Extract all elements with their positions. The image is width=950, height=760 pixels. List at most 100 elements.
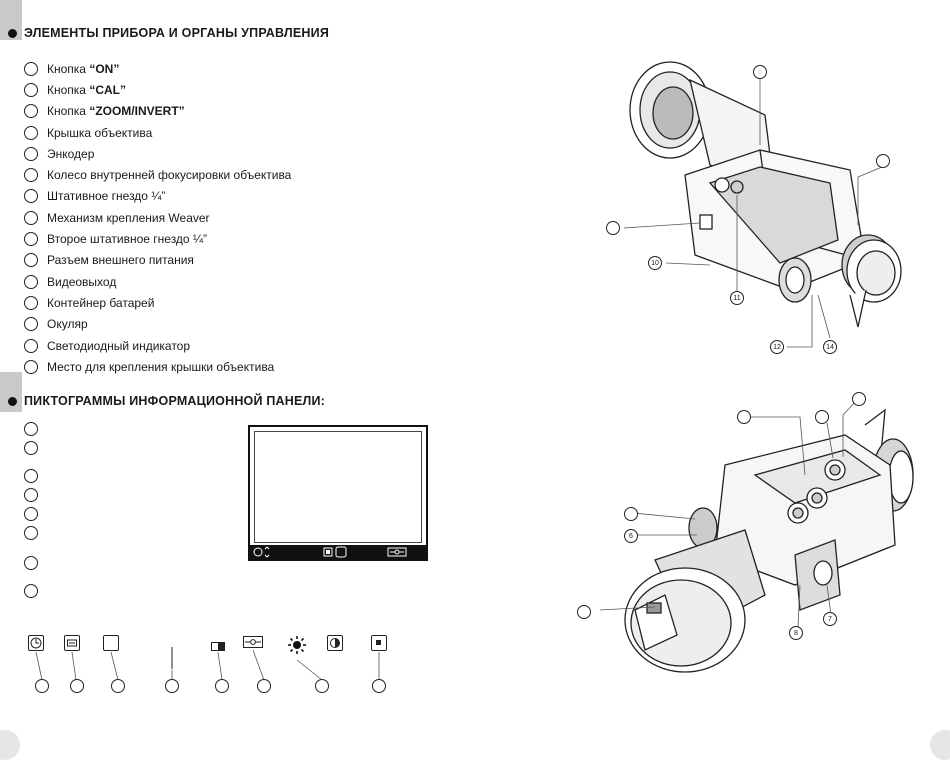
device-illustration-top xyxy=(623,61,902,348)
item-label-bold: “CAL” xyxy=(89,82,126,97)
status-bar xyxy=(250,545,426,559)
number-circle xyxy=(24,488,38,502)
item-label: Место для крепления крышки объектива xyxy=(47,359,275,374)
stop-icon xyxy=(371,635,387,651)
item-label: Штативное гнездо ¼” xyxy=(47,189,166,204)
pictogram-leaders xyxy=(35,649,380,681)
number-circle xyxy=(24,338,38,353)
list-item: Второе штативное гнездо ¼” xyxy=(24,228,291,249)
list-item: Разъем внешнего питания xyxy=(24,250,291,271)
item-label: Кнопка xyxy=(47,61,90,76)
pictogram-callout xyxy=(35,679,49,693)
bullet-icon xyxy=(8,396,17,406)
callout-6: 6 xyxy=(624,529,638,543)
list-item: Колесо внутренней фокусировки объектива xyxy=(24,164,291,185)
item-label: Механизм крепления Weaver xyxy=(47,210,210,225)
number-circle xyxy=(24,210,38,225)
list-item: Энкодер xyxy=(24,143,291,164)
list-item: Кнопка “CAL” xyxy=(24,79,291,100)
number-circle xyxy=(24,189,38,204)
list-item: Светодиодный индикатор xyxy=(24,335,291,356)
item-label: Разъем внешнего питания xyxy=(47,253,194,268)
number-circle xyxy=(24,584,38,598)
number-circle xyxy=(24,441,38,455)
item-label: Колесо внутренней фокусировки объектива xyxy=(47,168,292,183)
blank-box-icon xyxy=(103,635,119,651)
item-label: Второе штативное гнездо ¼” xyxy=(47,232,207,247)
number-circle xyxy=(24,146,38,161)
callout-14: 14 xyxy=(823,340,837,354)
number-circle xyxy=(24,82,38,97)
battery-icon xyxy=(211,642,225,651)
section-tab xyxy=(0,0,22,40)
device-illustration-bottom xyxy=(599,399,914,673)
section-title-elements: ЭЛЕМЕНТЫ ПРИБОРА И ОРГАНЫ УПРАВЛЕНИЯ xyxy=(0,23,329,43)
list-item: Контейнер батарей xyxy=(24,292,291,313)
page-corner-left xyxy=(0,730,20,760)
number-circle xyxy=(24,469,38,483)
device-callout xyxy=(852,392,866,406)
section-title-pictograms: ПИКТОГРАММЫ ИНФОРМАЦИОННОЙ ПАНЕЛИ: xyxy=(0,391,325,411)
number-circle xyxy=(24,422,38,436)
page-corner-right xyxy=(930,730,950,760)
device-callout xyxy=(815,410,829,424)
callout-12: 12 xyxy=(770,340,784,354)
item-label: Кнопка xyxy=(47,104,90,119)
section-title-text: ЭЛЕМЕНТЫ ПРИБОРА И ОРГАНЫ УПРАВЛЕНИЯ xyxy=(24,26,330,40)
number-circle xyxy=(24,359,38,374)
pictogram-callout xyxy=(70,679,84,693)
device-callout xyxy=(606,221,620,235)
bullet-icon xyxy=(8,28,17,38)
device-callout xyxy=(737,410,751,424)
pictogram-callout xyxy=(315,679,329,693)
number-circle xyxy=(24,295,38,310)
contrast-icon xyxy=(327,635,343,651)
item-label: Светодиодный индикатор xyxy=(47,338,191,353)
pictogram-callout xyxy=(257,679,271,693)
item-label: Кнопка xyxy=(47,82,90,97)
display-screen xyxy=(248,425,428,561)
number-circle xyxy=(24,526,38,540)
pictogram-callout xyxy=(165,679,179,693)
list-item: Место для крепления крышки объектива xyxy=(24,356,291,377)
number-circle xyxy=(24,104,38,119)
number-circle xyxy=(24,168,38,183)
list-item: Штативное гнездо ¼” xyxy=(24,186,291,207)
list-item: Механизм крепления Weaver xyxy=(24,207,291,228)
item-label: Крышка объектива xyxy=(47,125,153,140)
item-label: Энкодер xyxy=(47,146,95,161)
number-circle xyxy=(24,253,38,268)
number-circle xyxy=(24,274,38,289)
number-circle xyxy=(24,232,38,247)
element-list: Кнопка “ON”Кнопка “CAL”Кнопка “ZOOM/INVE… xyxy=(24,58,291,377)
device-callout xyxy=(577,605,591,619)
list-item: Крышка объектива xyxy=(24,122,291,143)
section-title-text: ПИКТОГРАММЫ ИНФОРМАЦИОННОЙ ПАНЕЛИ: xyxy=(24,394,326,408)
device-callout xyxy=(753,65,767,79)
clock-icon xyxy=(28,635,44,651)
list-item: Окуляр xyxy=(24,314,291,335)
item-label-bold: “ON” xyxy=(89,61,120,76)
callout-11: 11 xyxy=(730,291,744,305)
number-circle xyxy=(24,125,38,140)
item-label-bold: “ZOOM/INVERT” xyxy=(89,104,185,119)
pictogram-callout xyxy=(372,679,386,693)
brightness-icon xyxy=(288,636,306,654)
item-label: Контейнер батарей xyxy=(47,295,155,310)
number-circle xyxy=(24,556,38,570)
callout-8: 8 xyxy=(789,626,803,640)
device-callout xyxy=(876,154,890,168)
list-item: Кнопка “ZOOM/INVERT” xyxy=(24,101,291,122)
number-circle xyxy=(24,507,38,521)
list-item: Видеовыход xyxy=(24,271,291,292)
pictogram-callout xyxy=(111,679,125,693)
zoom-icon xyxy=(243,636,263,648)
device-callout xyxy=(624,507,638,521)
callout-7: 7 xyxy=(823,612,837,626)
item-label: Окуляр xyxy=(47,317,88,332)
list-item: Кнопка “ON” xyxy=(24,58,291,79)
number-circle xyxy=(24,317,38,332)
separator-line xyxy=(171,647,173,669)
display-mode-icon xyxy=(64,635,80,651)
number-circle xyxy=(24,61,38,76)
